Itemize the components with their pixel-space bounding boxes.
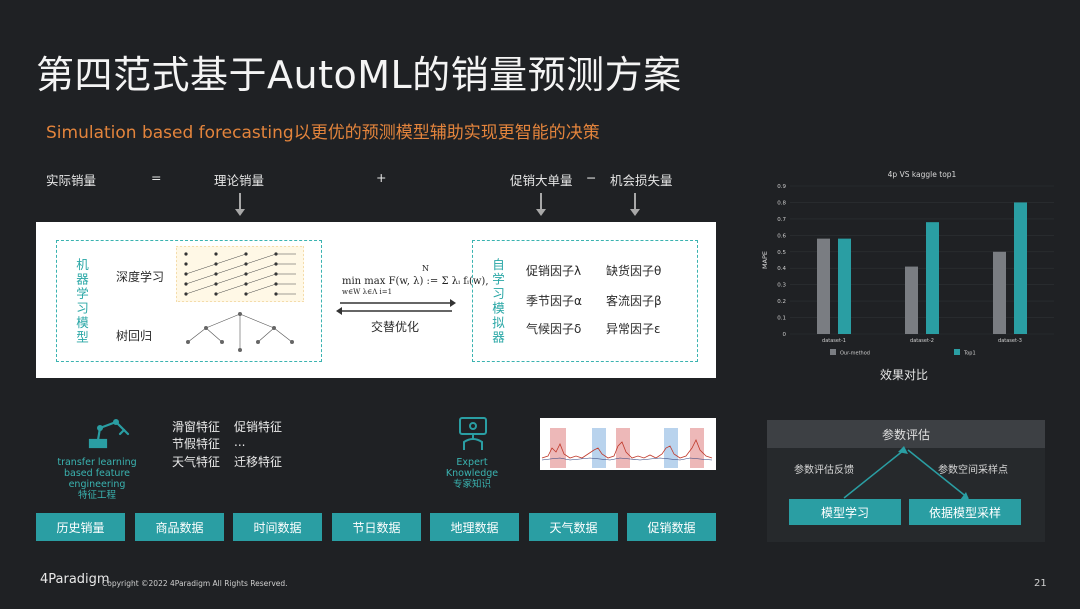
feature-engineering-cn: 特征工程 (77, 489, 116, 501)
bar-our-method (905, 266, 918, 334)
factor-season: 季节因子α (526, 294, 582, 308)
legend-label: Our-method (840, 351, 870, 357)
data-source-button[interactable]: 节日数据 (332, 513, 421, 541)
data-source-button[interactable]: 时间数据 (233, 513, 322, 541)
expert-knowledge-label: Expert Knowledge 专家知识 (430, 457, 514, 491)
ml-model-label: 机器学习模型 (74, 258, 89, 345)
minus-sign: − (586, 170, 597, 185)
factor-promo: 促销因子λ (526, 264, 582, 278)
y-tick-label: 0.2 (777, 299, 786, 305)
x-tick-label: dataset-1 (822, 338, 846, 344)
expert-knowledge-cn: 专家知识 (452, 478, 491, 490)
equals-sign: = (151, 170, 162, 185)
x-tick-label: dataset-3 (998, 338, 1022, 344)
robot-arm-icon (88, 419, 130, 449)
copyright-text: Copyright ©2022 4Paradigm All Rights Res… (102, 579, 288, 588)
data-source-button[interactable]: 天气数据 (529, 513, 618, 541)
formula-sub: w∈W λ∈Λ i=1 (342, 288, 393, 296)
model-sampling-button[interactable]: 依据模型采样 (909, 499, 1021, 525)
feature-sliding-window: 滑窗特征 (172, 420, 221, 434)
tree-regression-label: 树回归 (116, 329, 153, 343)
lost-arrow (630, 193, 640, 216)
data-source-button[interactable]: 促销数据 (627, 513, 716, 541)
legend-swatch (830, 349, 836, 355)
y-tick-label: 0.8 (777, 200, 786, 206)
bar-top1 (838, 238, 851, 334)
y-tick-label: 0.6 (777, 233, 786, 239)
y-tick-label: 0.4 (777, 266, 786, 272)
feature-weather: 天气特征 (172, 455, 221, 469)
chart-title: 4p VS kaggle top1 (888, 170, 957, 179)
sales-timeseries-thumbnail (540, 418, 716, 470)
plus-sign: + (376, 170, 387, 185)
formula-line: min max F(w, λ) := Σ λᵢ fᵢ(w), (342, 276, 489, 287)
evaluation-arrows (843, 446, 970, 502)
bar-our-method (817, 238, 830, 334)
feature-engineering-en: transfer learning based feature engineer… (57, 457, 137, 490)
x-tick-label: dataset-2 (910, 338, 934, 344)
alternate-optimization-label: 交替优化 (371, 320, 420, 334)
presenter-icon (459, 417, 487, 450)
legend-swatch (954, 349, 960, 355)
y-tick-label: 0.3 (777, 283, 786, 289)
y-tick-label: 0.7 (777, 217, 786, 223)
y-tick-label: 0 (783, 332, 787, 338)
actual-sales-label: 实际销量 (46, 173, 97, 188)
lost-sales-label: 机会损失量 (610, 173, 673, 188)
legend-label: Top1 (963, 351, 976, 357)
y-tick-label: 0.1 (777, 316, 786, 322)
data-source-button[interactable]: 地理数据 (430, 513, 519, 541)
feature-transfer: 迁移特征 (234, 455, 283, 469)
ml-model-box (56, 240, 322, 362)
page-number: 21 (1034, 578, 1047, 589)
chart-caption: 效果对比 (880, 368, 929, 382)
deep-learning-label: 深度学习 (116, 270, 165, 284)
sampling-points-label: 参数空间采样点 (938, 465, 1008, 476)
model-learning-button[interactable]: 模型学习 (789, 499, 901, 525)
company-logo: 4Paradigm (40, 572, 110, 587)
slide-title: 第四范式基于AutoML的销量预测方案 (36, 53, 682, 97)
theory-sales-label: 理论销量 (214, 173, 265, 188)
bar-top1 (926, 222, 939, 334)
feature-holiday: 节假特征 (172, 437, 221, 451)
factor-stockout: 缺货因子θ (606, 264, 662, 278)
expert-knowledge-en: Expert Knowledge (445, 457, 499, 479)
y-axis-label: MAPE (761, 251, 769, 269)
model-panel: 机器学习模型 深度学习 树回归 N min ma (36, 222, 716, 378)
promo-bulk-label: 促销大单量 (510, 173, 573, 188)
evaluation-header: 参数评估 (767, 420, 1045, 448)
data-source-button[interactable]: 商品数据 (135, 513, 224, 541)
factor-traffic: 客流因子β (606, 294, 662, 308)
y-tick-label: 0.9 (777, 184, 786, 190)
tree-diagram-icon (186, 312, 294, 352)
feature-promo: 促销特征 (234, 420, 283, 434)
simulator-box (472, 240, 698, 362)
bar-top1 (1014, 202, 1027, 334)
factor-climate: 气候因子δ (526, 322, 582, 336)
factor-anomaly: 异常因子ε (606, 322, 661, 336)
data-source-button[interactable]: 历史销量 (36, 513, 125, 541)
feature-engineering-label: transfer learning based feature engineer… (44, 457, 150, 502)
theory-arrow (235, 193, 245, 216)
bidirectional-arrow-icon (336, 299, 456, 315)
y-tick-label: 0.5 (777, 250, 786, 256)
neural-network-icon (176, 246, 304, 302)
formula-top: N (422, 264, 429, 273)
promo-arrow (536, 193, 546, 216)
slide-subtitle: Simulation based forecasting以更优的预测模型辅助实现… (46, 123, 600, 143)
feature-ellipsis: ... (234, 435, 246, 449)
evaluation-feedback-label: 参数评估反馈 (794, 465, 854, 476)
simulator-label: 自学习模拟器 (490, 258, 505, 345)
bar-our-method (993, 251, 1006, 334)
